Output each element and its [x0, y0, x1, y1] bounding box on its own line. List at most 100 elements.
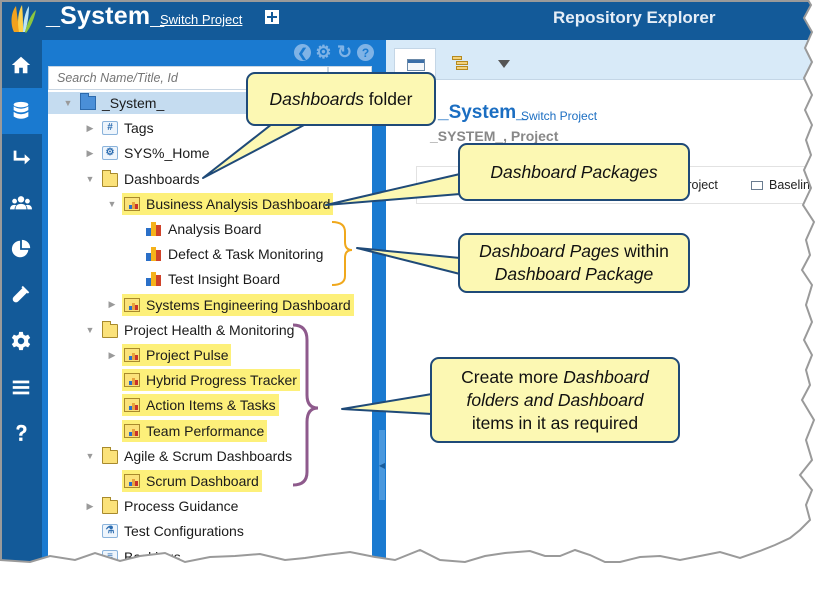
nav-traceability[interactable] [0, 134, 42, 180]
tree-node[interactable]: Scrum Dashboard [106, 470, 262, 492]
node-content: #Tags [100, 117, 157, 139]
tree-node[interactable]: ▼ Dashboards [84, 168, 203, 190]
repository-tree: ▼ _System_ ▶ #Tags ▶ ⚙SYS%_Home ▼ Dashboards▼Bu… [48, 90, 372, 575]
tree-node[interactable]: ▶ Project Pulse [106, 344, 232, 366]
nav-help[interactable] [0, 410, 42, 456]
refresh-icon[interactable]: ↻ [336, 42, 353, 62]
nav-reports[interactable] [0, 226, 42, 272]
collapsed-arrow-icon[interactable]: ▶ [86, 147, 94, 158]
folder-icon [102, 497, 118, 515]
callout-em: Dashboard [563, 366, 649, 387]
tree-node[interactable]: ▶ Process Guidance [84, 495, 241, 517]
tree-node[interactable]: ≡Backlogs [84, 546, 184, 568]
highlight-box: Hybrid Progress Tracker [122, 369, 300, 392]
bar-glyph [135, 304, 138, 310]
tab-baseline[interactable]: Baseline [751, 178, 817, 192]
window-icon [407, 59, 425, 71]
expanded-arrow-icon[interactable]: ▼ [85, 173, 95, 184]
callout-line: folders and Dashboard [432, 389, 678, 412]
highlight-box: Action Items & Tasks [122, 394, 279, 417]
back-icon[interactable]: ❮ [294, 44, 311, 61]
add-icon[interactable] [265, 10, 279, 24]
tree-node-label: Agile & Scrum Dashboards [124, 447, 293, 464]
nav-users[interactable] [0, 180, 42, 226]
collapsed-arrow-icon[interactable]: ▶ [86, 500, 94, 511]
tree-view-button[interactable] [452, 56, 468, 72]
app-logo-icon [11, 5, 36, 33]
tree-node-label: SYS%_Home [124, 145, 210, 162]
collapse-handle[interactable]: ◀ [379, 430, 385, 500]
dropdown-caret-icon[interactable] [498, 60, 510, 68]
bar-glyph [156, 250, 161, 262]
folder-icon [102, 169, 118, 187]
tree-node-label: Test Insight Board [168, 271, 281, 288]
callout-line: Create more Dashboard [432, 366, 678, 389]
tree-node-label: Systems Engineering Dashboard [146, 296, 351, 313]
tag-icon: # [102, 121, 118, 136]
nav-menu[interactable] [0, 364, 42, 410]
nav-settings[interactable] [0, 318, 42, 364]
highlight-box: Scrum Dashboard [122, 470, 262, 492]
gear-icon [11, 331, 31, 351]
callout-plain: Create more [461, 366, 564, 387]
main-toolbar [386, 40, 820, 80]
bar-glyph [156, 225, 161, 236]
callout-plain: within [619, 241, 669, 261]
home-icon [11, 56, 31, 74]
collapsed-arrow-icon[interactable]: ▶ [86, 122, 94, 133]
tree-node[interactable]: Team Performance [106, 419, 268, 442]
node-content: Dashboards [100, 168, 203, 190]
nav-home[interactable] [0, 42, 42, 88]
tree-node-label: Defect & Task Monitoring [168, 246, 324, 263]
node-content: ⚙SYS%_Home [100, 142, 213, 164]
expanded-arrow-icon[interactable]: ▼ [63, 98, 73, 108]
help-icon[interactable]: ? [357, 44, 374, 61]
switch-project-link[interactable]: Switch Project [160, 12, 243, 27]
tree-node[interactable]: ⚗Test Configurations [84, 520, 247, 542]
dashboard-package-icon [124, 373, 140, 388]
tree-node[interactable]: ▶ Systems Engineering Dashboard [106, 293, 354, 316]
nav-repository[interactable] [0, 88, 42, 134]
gear-icon[interactable]: ⚙ [315, 42, 332, 62]
expanded-arrow-icon[interactable]: ▼ [85, 324, 95, 335]
bar-glyph [135, 203, 138, 209]
page-title: Repository Explorer [553, 8, 716, 27]
collapsed-arrow-icon[interactable]: ▶ [108, 349, 116, 360]
tree-node[interactable]: ▼ Agile & Scrum Dashboards [84, 445, 295, 467]
nav-testing[interactable] [0, 272, 42, 318]
tree-node-label: _System_ [102, 95, 165, 111]
tree-node[interactable]: Analysis Board [128, 218, 264, 240]
tab-baseline-label: Baseline [769, 178, 817, 192]
callout-em: Dashboard Pages [479, 241, 620, 261]
folder-icon [102, 446, 118, 464]
tree-node[interactable]: Defect & Task Monitoring [128, 243, 326, 265]
baseline-icon [751, 181, 763, 190]
tree-node[interactable]: ▶ ⚙SYS%_Home [84, 142, 213, 164]
node-content: Defect & Task Monitoring [144, 243, 326, 265]
tree-toolbar: ❮ ⚙ ↻ ? [294, 42, 374, 62]
tree-node[interactable]: Action Items & Tasks [106, 394, 279, 417]
tree-node[interactable]: ▼Project Health & Monitoring [84, 319, 297, 341]
tree-node[interactable]: Test Insight Board [128, 268, 283, 290]
question-icon [16, 424, 27, 441]
expanded-arrow-icon[interactable]: ▼ [85, 450, 95, 461]
hamburger-icon [12, 380, 30, 395]
bar-glyph [135, 405, 138, 411]
switch-project-link-secondary[interactable]: Switch Project [521, 109, 598, 123]
tree-node-label: Process Guidance [124, 498, 239, 515]
callout-dashboards-folder: Dashboards folder [246, 72, 436, 126]
open-folder-icon [80, 93, 96, 110]
tab-overview[interactable] [431, 178, 449, 192]
arrow-right-icon [13, 150, 31, 165]
tree-node-label: Test Configurations [124, 523, 244, 540]
dashboard-page-icon [146, 272, 162, 287]
collapsed-arrow-icon[interactable]: ▶ [108, 299, 116, 310]
tree-node[interactable]: ▼Business Analysis Dashboard [106, 192, 334, 215]
callout-create-more: Create more Dashboard folders and Dashbo… [430, 357, 680, 443]
highlight-box: Project Pulse [122, 344, 232, 366]
tree-node[interactable]: Hybrid Progress Tracker [106, 369, 300, 392]
tree-node[interactable]: ▶ #Tags [84, 117, 157, 139]
node-content: Process Guidance [100, 495, 241, 517]
dashboard-package-icon [124, 423, 140, 438]
expanded-arrow-icon[interactable]: ▼ [107, 198, 117, 209]
